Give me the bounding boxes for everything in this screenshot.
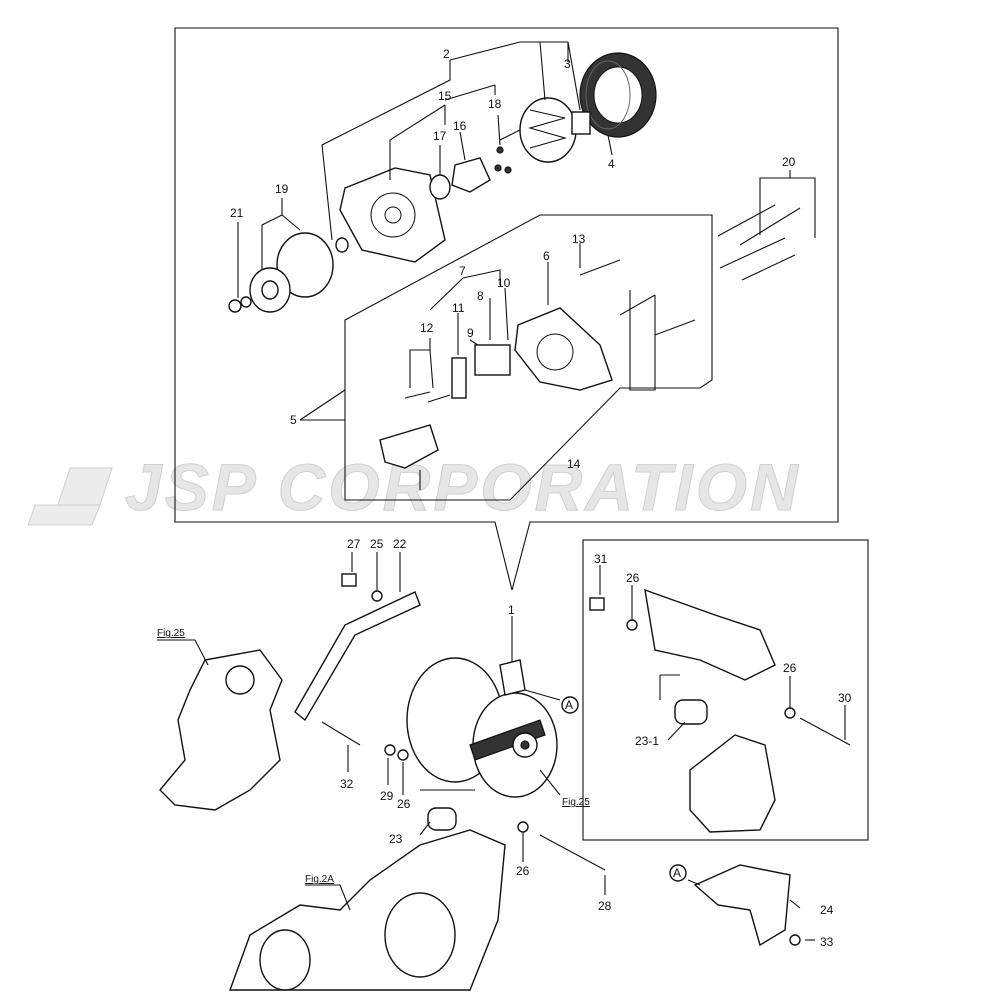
regulator-part: [451, 357, 467, 399]
callout-22: 22: [393, 537, 407, 551]
fig-ref-25-left[interactable]: Fig.25: [157, 628, 185, 639]
callout-26c: 26: [626, 571, 640, 585]
adjusting-bracket-part: [294, 591, 421, 722]
brush-holder-part: [474, 344, 511, 376]
fig-ref-25-right[interactable]: Fig.25: [562, 797, 590, 808]
lower-leader-lines: [157, 552, 846, 941]
callout-28: 28: [598, 899, 612, 913]
rectifier-part: [379, 424, 439, 469]
watermark-text: JSP CORPORATION: [125, 450, 801, 524]
nut-33-part: [789, 934, 801, 946]
bolt-32-part: [321, 721, 361, 746]
callout-26b: 26: [516, 864, 530, 878]
bolt-31-part: [589, 597, 605, 611]
callout-16: 16: [453, 119, 467, 133]
svg-text:A: A: [673, 866, 681, 880]
bolt-30-part: [799, 717, 851, 746]
retainer-plate-part: [451, 157, 491, 193]
terminal-bolts-part: [579, 259, 696, 336]
fan-pulley-part: [228, 232, 349, 313]
callout-15: 15: [438, 89, 452, 103]
callout-32: 32: [340, 777, 354, 791]
callout-29: 29: [380, 789, 394, 803]
callout-7: 7: [459, 264, 466, 278]
callout-26d: 26: [783, 661, 797, 675]
callout-10: 10: [497, 276, 511, 290]
fig-ref-2a[interactable]: Fig.2A: [305, 874, 334, 885]
belt-cover-part: [693, 864, 791, 947]
svg-text:A: A: [565, 698, 573, 712]
through-bolts-part: [717, 204, 801, 281]
watermark-logo: JSP CORPORATION: [27, 450, 801, 526]
subassembly-outline: [344, 214, 713, 501]
front-housing-part: [339, 167, 446, 263]
callout-20: 20: [782, 155, 796, 169]
callout-4: 4: [608, 157, 615, 171]
washer-26c-part: [626, 619, 638, 631]
detail-box-right: [582, 539, 869, 841]
callout-6: 6: [543, 249, 550, 263]
nut-29-part: [384, 744, 396, 756]
adapter-bracket-part: [644, 588, 776, 681]
upper-leader-lines: [237, 41, 816, 490]
callout-12: 12: [420, 321, 434, 335]
callout-14: 14: [567, 457, 581, 471]
water-pump-part: [159, 649, 283, 811]
callout-21: 21: [230, 206, 244, 220]
callout-2: 2: [443, 47, 450, 61]
washer-25-part: [371, 590, 383, 602]
spacer-23-1-part: [674, 699, 708, 725]
rear-housing-part: [514, 307, 613, 391]
callout-11: 11: [452, 301, 465, 315]
callout-23-1: 23-1: [635, 734, 659, 748]
alternator-part: [406, 657, 558, 798]
callout-27: 27: [347, 537, 361, 551]
stator-part: [579, 52, 657, 138]
bearing-part: [429, 174, 451, 200]
callout-24: 24: [820, 903, 834, 917]
washer-26-part: [397, 749, 409, 761]
bolt-28-part: [539, 834, 606, 871]
callout-17: 17: [433, 129, 447, 143]
callout-18: 18: [488, 97, 502, 111]
washer-26b-part: [517, 821, 529, 833]
rotor-part: [499, 97, 591, 163]
detail-box-upper: [174, 27, 839, 591]
washer-26d-part: [784, 707, 796, 719]
bolt-27-part: [341, 573, 357, 587]
callout-26a: 26: [397, 797, 411, 811]
callout-31: 31: [594, 552, 608, 566]
callout-1: 1: [508, 603, 515, 617]
callout-8: 8: [477, 289, 484, 303]
callout-13: 13: [572, 232, 586, 246]
callout-30: 30: [838, 691, 852, 705]
engine-bracket-part: [689, 734, 776, 833]
marker-a-bottom: A: [669, 864, 687, 882]
callout-9: 9: [467, 326, 474, 340]
callout-5: 5: [290, 413, 297, 427]
callout-23: 23: [389, 832, 403, 846]
spacer-23-part: [427, 807, 457, 831]
callout-33: 33: [820, 935, 834, 949]
marker-a-top: A: [561, 696, 579, 714]
callout-3: 3: [564, 57, 571, 71]
callout-25: 25: [370, 537, 384, 551]
callout-19: 19: [275, 182, 289, 196]
